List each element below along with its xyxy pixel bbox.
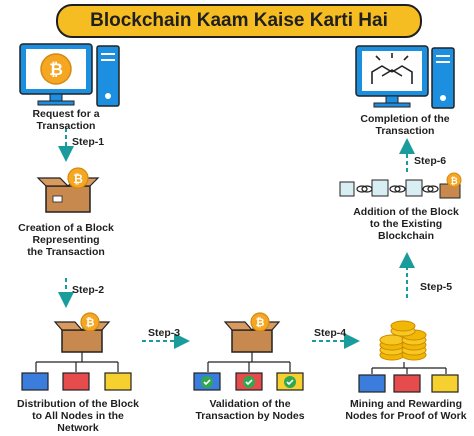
page-title: Blockchain Kaam Kaise Karti Hai <box>90 10 388 31</box>
validation-box-icon: ₿ <box>223 312 281 353</box>
creation-label: Creation of a Block Representing the Tra… <box>18 222 114 258</box>
bitcoin-icon: ₿ <box>40 53 72 85</box>
validation-label: Validation of the Transaction by Nodes <box>195 398 305 422</box>
step-3-label: Step-3 <box>148 327 181 339</box>
step-2-label: Step-2 <box>72 284 105 296</box>
svg-text:₿: ₿ <box>450 176 457 186</box>
completion-monitor-icon <box>355 45 455 109</box>
svg-text:₿: ₿ <box>256 317 265 329</box>
step-1-label: Step-1 <box>72 136 105 148</box>
block-box-icon: ₿ <box>36 167 100 213</box>
gold-coins-icon <box>379 320 427 361</box>
title-banner: Blockchain Kaam Kaise Karti Hai <box>56 4 422 38</box>
distribution-box-icon: ₿ <box>53 312 111 353</box>
handshake-icon <box>371 53 413 84</box>
step-4-label: Step-4 <box>314 327 347 339</box>
svg-text:₿: ₿ <box>49 60 63 79</box>
mining-node-icons <box>358 374 459 393</box>
addition-label: Addition of the Block to the Existing Bl… <box>353 206 459 242</box>
svg-text:₿: ₿ <box>86 317 95 329</box>
mining-tree <box>371 362 447 374</box>
step-5-label: Step-5 <box>420 281 453 293</box>
svg-text:₿: ₿ <box>73 172 83 186</box>
validation-tree <box>207 352 291 372</box>
node-computer-icon <box>21 372 132 391</box>
request-label: Request for a Transaction <box>32 108 100 132</box>
step-6-label: Step-6 <box>414 155 447 167</box>
checkmark-icon <box>201 376 296 388</box>
chain-icon: ₿ <box>339 172 462 199</box>
mining-label: Mining and Rewarding Nodes for Proof of … <box>345 398 467 422</box>
completion-label: Completion of the Transaction <box>360 113 450 137</box>
distribution-label: Distribution of the Block to All Nodes i… <box>17 398 139 434</box>
distribution-tree <box>35 352 119 372</box>
